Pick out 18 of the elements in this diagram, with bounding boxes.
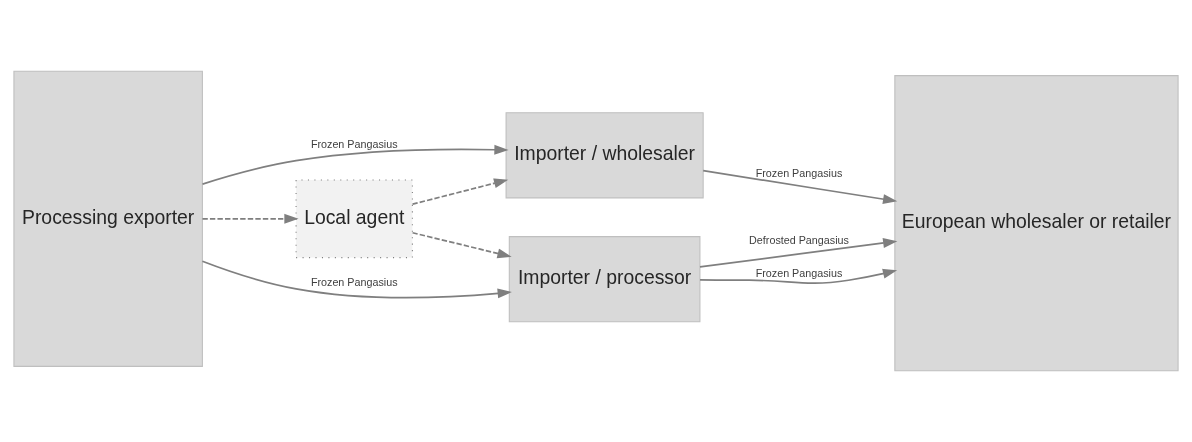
node-box: Local agent <box>295 179 413 259</box>
arrow <box>702 169 898 205</box>
node-box: European wholesaler or retailer <box>894 75 1179 372</box>
edge-label: Defrosted Pangasius <box>749 233 849 246</box>
node-box: Importer / wholesaler <box>505 112 704 199</box>
node-box: Processing exporter <box>13 70 203 367</box>
node-box: Importer / processor <box>508 236 701 323</box>
arrow <box>411 231 512 259</box>
arrow <box>201 144 509 185</box>
edge-label: Frozen Pangasius <box>755 267 843 279</box>
arrow <box>699 238 898 268</box>
arrow <box>201 213 299 224</box>
arrow <box>201 260 512 299</box>
arrow <box>699 268 898 285</box>
edge-label: Frozen Pangasius <box>310 137 398 150</box>
arrow <box>411 178 509 206</box>
edge-label: Frozen Pangasius <box>310 275 398 288</box>
edge-label: Frozen Pangasius <box>755 166 843 179</box>
